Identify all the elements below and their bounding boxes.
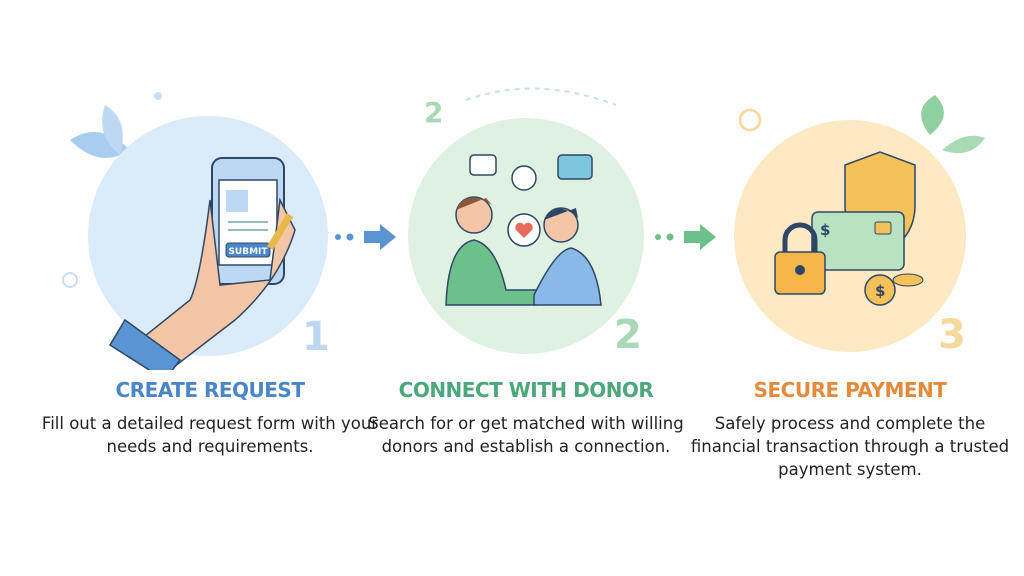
- step-description: Search for or get matched with willing d…: [368, 414, 684, 456]
- leaf-icon: [942, 135, 985, 154]
- phone-hand-illustration: SUBMIT 1: [62, 92, 330, 370]
- arrow-right-icon: [655, 224, 716, 250]
- chat-heart-icon: [469, 154, 497, 176]
- chat-icon: [557, 154, 593, 180]
- step-number: 2: [614, 312, 642, 358]
- handshake-illustration: 2 2: [408, 87, 644, 358]
- hand-icon: [138, 197, 296, 370]
- step-number: 3: [938, 312, 966, 358]
- step-description: Safely process and complete the financia…: [690, 414, 1010, 479]
- arrow-right-icon: [335, 224, 396, 250]
- heart-icon: [515, 222, 533, 238]
- svg-text:2: 2: [424, 96, 443, 129]
- step-number: 1: [302, 314, 330, 360]
- coins-icon: [892, 273, 924, 287]
- submit-button-text: SUBMIT: [228, 247, 268, 257]
- payment-illustration: $ $ 3: [734, 95, 985, 358]
- svg-text:$: $: [875, 282, 885, 300]
- user-icon: [511, 165, 537, 191]
- step-title: SECURE PAYMENT: [753, 378, 947, 402]
- leaf-icon: [921, 95, 944, 135]
- leaf-icon: [102, 105, 123, 155]
- svg-text:$: $: [820, 221, 830, 239]
- step-title: CONNECT WITH DONOR: [398, 378, 654, 402]
- step-secure-payment: $ $ 3 SECURE PAYMENT Safely process and …: [680, 0, 1020, 576]
- step-create-request: SUBMIT 1 CREATE REQUEST Fill out a detai…: [40, 0, 380, 576]
- step-description: Fill out a detailed request form with yo…: [41, 414, 379, 456]
- step-title: CREATE REQUEST: [115, 378, 305, 402]
- step-connect-donor: 2 2 CONNECT WITH DONOR Search for or get…: [356, 0, 696, 576]
- pencil-icon: [267, 213, 293, 250]
